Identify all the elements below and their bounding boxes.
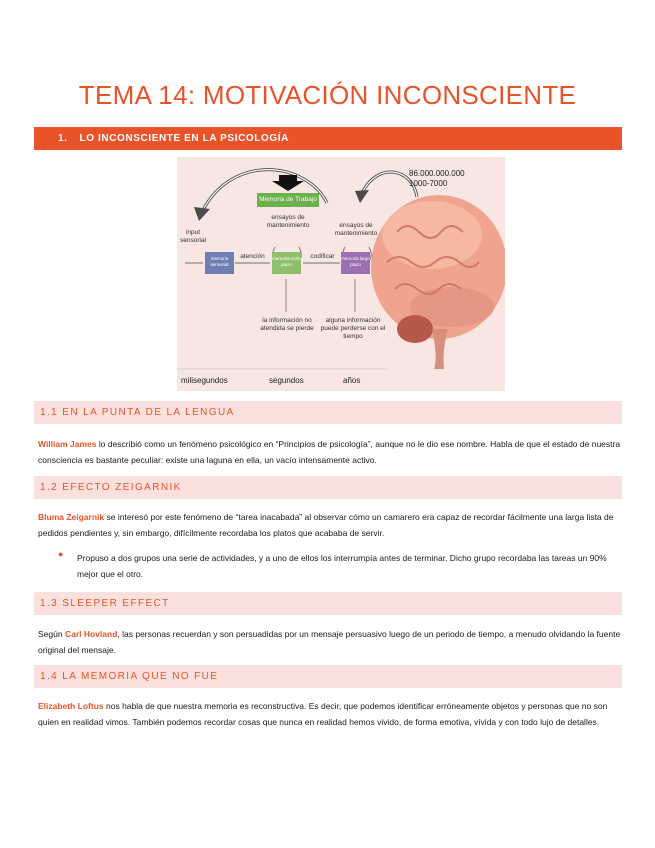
- brain-folds: [386, 225, 480, 295]
- paragraph-1-3: Según Carl Hovland, las personas recuerd…: [38, 626, 622, 658]
- big-arc-arrow-inner: [201, 169, 328, 213]
- subsection-heading-1-4: 1.4 LA MEMORIA QUE NO FUE: [34, 665, 622, 688]
- memory-diagram-graphic: [177, 168, 505, 370]
- author-name: Bluma Zeigarnik: [38, 512, 105, 522]
- paragraph-1-4: Elizabeth Loftus nos habla de que nuestr…: [38, 698, 622, 730]
- section-label: LO INCONSCIENTE EN LA PSICOLOGÍA: [79, 133, 289, 144]
- author-name: Elizabeth Loftus: [38, 701, 104, 711]
- bullet-item: Propuso a dos grupos una serie de activi…: [77, 553, 607, 579]
- brain-lobe-top: [382, 201, 482, 269]
- paragraph-text: nos habla de que nuestra memoria es reco…: [38, 701, 608, 727]
- paragraph-text: lo describió como un fenómeno psicológic…: [38, 439, 621, 465]
- axis-label-years: años: [343, 376, 361, 385]
- subsection-heading-1-3: 1.3 SLEEPER EFFECT: [34, 592, 622, 615]
- sensory-memory-box: memoria sensorial: [205, 252, 234, 274]
- axis-label-s: segundos: [269, 376, 304, 385]
- section-number: 1.: [58, 133, 68, 144]
- bullet-dot: ●: [58, 549, 64, 559]
- paragraph-1-2: Bluma Zeigarnik se interesó por este fen…: [38, 509, 622, 541]
- subsection-heading-1-2: 1.2 EFECTO ZEIGARNIK: [34, 476, 622, 499]
- lost-time-label: alguna información puede perderse con el…: [320, 317, 386, 340]
- memory-model-figure: 86.000.000.000 1000-7000 Memoria de Trab…: [177, 157, 505, 391]
- big-arc-arrowhead: [194, 207, 210, 221]
- rehearsal-label-1: ensayos de mantenimiento: [266, 214, 310, 229]
- input-label: input sensorial: [179, 229, 206, 244]
- brain-cerebellum: [397, 315, 433, 343]
- axis-label-ms: milisegundos: [181, 376, 228, 385]
- rehearsal-label-2: ensayos de mantenimiento: [334, 222, 378, 237]
- left-arc-arrowhead: [355, 190, 369, 203]
- neuron-count: 86.000.000.000 1000-7000: [409, 169, 465, 188]
- brain-stem: [432, 329, 448, 369]
- down-arrow-icon: [272, 175, 304, 191]
- section-heading: 1. LO INCONSCIENTE EN LA PSICOLOGÍA: [34, 127, 622, 150]
- left-arc-arrow-inner: [361, 171, 418, 198]
- author-name: Carl Hovland: [64, 629, 118, 639]
- subsection-heading-1-1: 1.1 EN LA PUNTA DE LA LENGUA: [34, 401, 622, 424]
- attention-label: atención: [240, 253, 265, 260]
- paragraph-text: se interesó por este fenómeno de “tarea …: [38, 512, 614, 538]
- author-name: William James: [38, 439, 97, 449]
- lost-info-label: la información no atendida se pierde: [260, 317, 314, 332]
- paragraph-prefix: Según: [38, 629, 65, 639]
- page-title: TEMA 14: MOTIVACIÓN INCONSCIENTE: [78, 80, 577, 110]
- encode-label: codificar: [310, 253, 335, 260]
- paragraph-1-1: William James lo describió como un fenóm…: [38, 436, 622, 468]
- short-term-memory-box: memoria corto plazo: [272, 252, 301, 274]
- working-memory-label: Memoria de Trabajo: [259, 196, 317, 203]
- long-term-memory-box: memoria largo plazo: [341, 252, 370, 274]
- paragraph-text: , las personas recuerdan y son persuadid…: [38, 629, 621, 655]
- brain-lobe-bottom: [410, 287, 494, 327]
- working-memory-bg: [257, 193, 319, 207]
